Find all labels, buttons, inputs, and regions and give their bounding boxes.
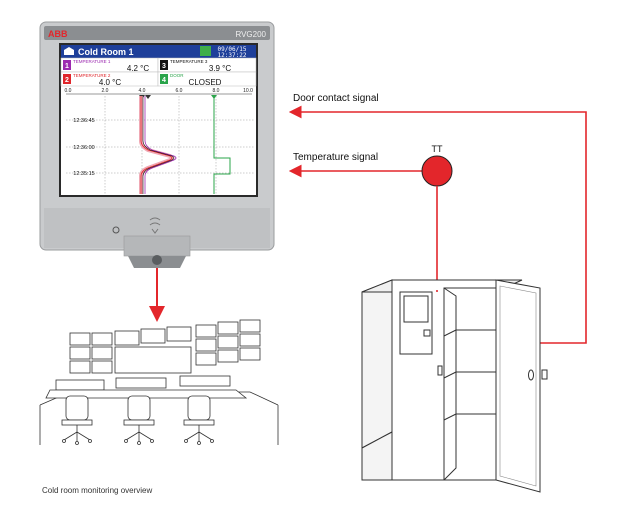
sensor-label: TT [432,144,443,154]
scale-tick-label: 0.0 [65,88,72,94]
channel-value: 4.2 °C [127,64,150,73]
channel-value: 3.9 °C [209,64,232,73]
power-led [112,226,120,234]
scale-tick-label: 6.0 [176,88,183,94]
time-tick-label: 12:36:45 [73,118,94,124]
door-signal-label: Door contact signal [293,93,379,104]
channel-label: TEMPERATURE 2 [73,73,111,78]
time-ticks: 12:36:45 12:36:00 12:35:15 [73,118,94,177]
screen-date: 09/06/15 [218,46,247,53]
channel-number: 1 [65,63,69,70]
channel-value: CLOSED [189,78,222,87]
channel-number: 3 [162,63,166,70]
video-wall [69,319,261,374]
door-contact [541,369,548,380]
recorder-screen: Cold Room 1 09/06/15 12:37:22 1 TEMPERAT… [59,43,258,197]
temperature-transmitter: TT [421,144,453,290]
channel-number: 4 [162,77,166,84]
door-signal-line [288,105,587,344]
trace-temperature-3 [142,96,175,194]
connector-knob [152,255,162,265]
door-handle [528,369,534,381]
trace-temperature-2 [139,96,174,194]
office-chair [61,395,93,445]
navigation-icon[interactable] [149,217,161,234]
model-label: RVG200 [235,30,266,39]
scale-tick-label: 8.0 [213,88,220,94]
office-chair [123,395,155,445]
channel-label: TEMPERATURE 3 [170,59,208,64]
office-chair [183,395,215,445]
trace-temperature-1 [144,96,177,194]
scale-tick-label: 10.0 [243,88,253,94]
channel-label: DOOR [170,73,184,78]
channel-panel-1: 1 TEMPERATURE 1 4.2 °C [60,57,159,73]
scale-tick-label: 2.0 [102,88,109,94]
channel-panel-3: 3 TEMPERATURE 3 3.9 °C [157,57,257,73]
channel-number: 2 [65,77,69,84]
channel-label: TEMPERATURE 1 [73,59,111,64]
channel-panel-4: 4 DOOR CLOSED [157,71,257,87]
temperature-signal-label: Temperature signal [293,152,378,163]
home-icon[interactable] [64,47,74,55]
scale-ticks: 0.0 2.0 4.0 6.0 8.0 10.0 [65,88,253,99]
control-room-illustration [39,319,279,445]
screen-time: 12:37:22 [218,52,247,59]
time-tick-label: 12:36:00 [73,145,94,151]
brand-logo: ABB [48,29,68,39]
screen-title: Cold Room 1 [78,47,134,57]
channel-panel-2: 2 TEMPERATURE 2 4.0 °C [60,71,159,87]
trace-door [213,96,231,194]
cold-room-cabinet [361,279,548,493]
time-tick-label: 12:35:15 [73,171,94,177]
channel-value: 4.0 °C [99,78,122,87]
chart-mode-icon[interactable] [200,46,211,56]
figure-caption: Cold room monitoring overview [42,486,153,495]
scale-tick-label: 4.0 [139,88,146,94]
